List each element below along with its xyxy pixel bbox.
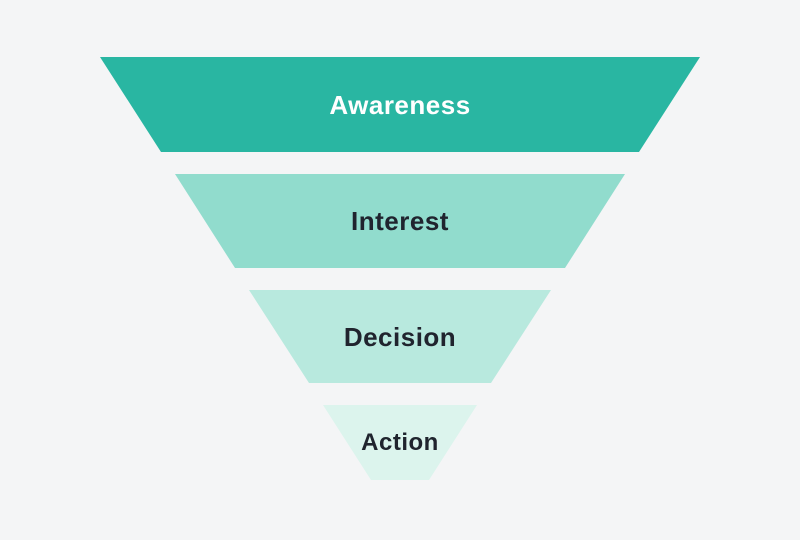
funnel-stage-interest: Interest (175, 174, 625, 268)
stage-label-action: Action (361, 428, 439, 456)
stage-label-awareness: Awareness (329, 89, 471, 120)
stage-label-interest: Interest (351, 206, 449, 236)
funnel-stage-awareness: Awareness (100, 57, 700, 152)
funnel-stage-action: Action (323, 405, 477, 480)
funnel-stage-decision: Decision (249, 290, 551, 383)
funnel-shape: Awareness Interest Decision Action (100, 57, 700, 480)
stage-label-decision: Decision (343, 321, 457, 352)
